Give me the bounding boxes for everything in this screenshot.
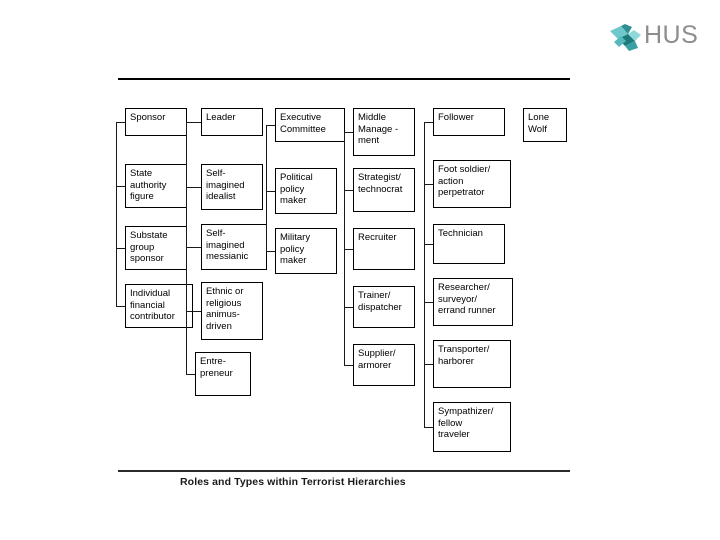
diagram-node: Leader: [201, 108, 263, 136]
diagram-node: Strategist/technocrat: [353, 168, 415, 212]
node-connector-stub: [266, 251, 275, 253]
logo-text: HUS: [644, 21, 699, 49]
diagram-node: Trainer/dispatcher: [353, 286, 415, 328]
node-connector-stub: [186, 311, 201, 313]
brand-logo: HUS: [600, 18, 710, 62]
hus-logo-mark: [610, 24, 641, 51]
figure-caption: Roles and Types within Terrorist Hierarc…: [180, 476, 406, 488]
node-connector-stub: [116, 306, 125, 308]
node-connector-stub: [424, 427, 433, 429]
node-connector-stub: [116, 248, 125, 250]
diagram-node: Recruiter: [353, 228, 415, 270]
node-connector-stub: [116, 186, 125, 188]
column-connector-spine: [266, 125, 268, 251]
node-connector-stub: [186, 247, 201, 249]
node-connector-stub: [344, 365, 353, 367]
diagram-node: Entre-preneur: [195, 352, 251, 396]
figure-top-rule: [118, 78, 570, 80]
node-connector-stub: [424, 364, 433, 366]
diagram-node: Sponsor: [125, 108, 187, 136]
node-connector-stub: [344, 249, 353, 251]
node-connector-stub: [424, 302, 433, 304]
column-connector-spine: [424, 122, 426, 427]
diagram-node: Supplier/armorer: [353, 344, 415, 386]
diagram-node: Researcher/surveyor/errand runner: [433, 278, 513, 326]
node-connector-stub: [344, 307, 353, 309]
column-connector-spine: [116, 122, 118, 306]
node-connector-stub: [186, 122, 201, 124]
diagram-node: Follower: [433, 108, 505, 136]
node-connector-stub: [344, 132, 353, 134]
node-connector-stub: [186, 187, 201, 189]
diagram-node: Technician: [433, 224, 505, 264]
node-connector-stub: [186, 374, 195, 376]
node-connector-stub: [344, 190, 353, 192]
node-connector-stub: [424, 244, 433, 246]
node-connector-stub: [266, 191, 275, 193]
diagram-node: Transporter/harborer: [433, 340, 511, 388]
figure-bottom-rule: [118, 470, 570, 472]
node-connector-stub: [424, 122, 433, 124]
node-connector-stub: [266, 125, 275, 127]
node-connector-stub: [424, 184, 433, 186]
column-connector-spine: [344, 132, 346, 365]
node-connector-stub: [116, 122, 125, 124]
